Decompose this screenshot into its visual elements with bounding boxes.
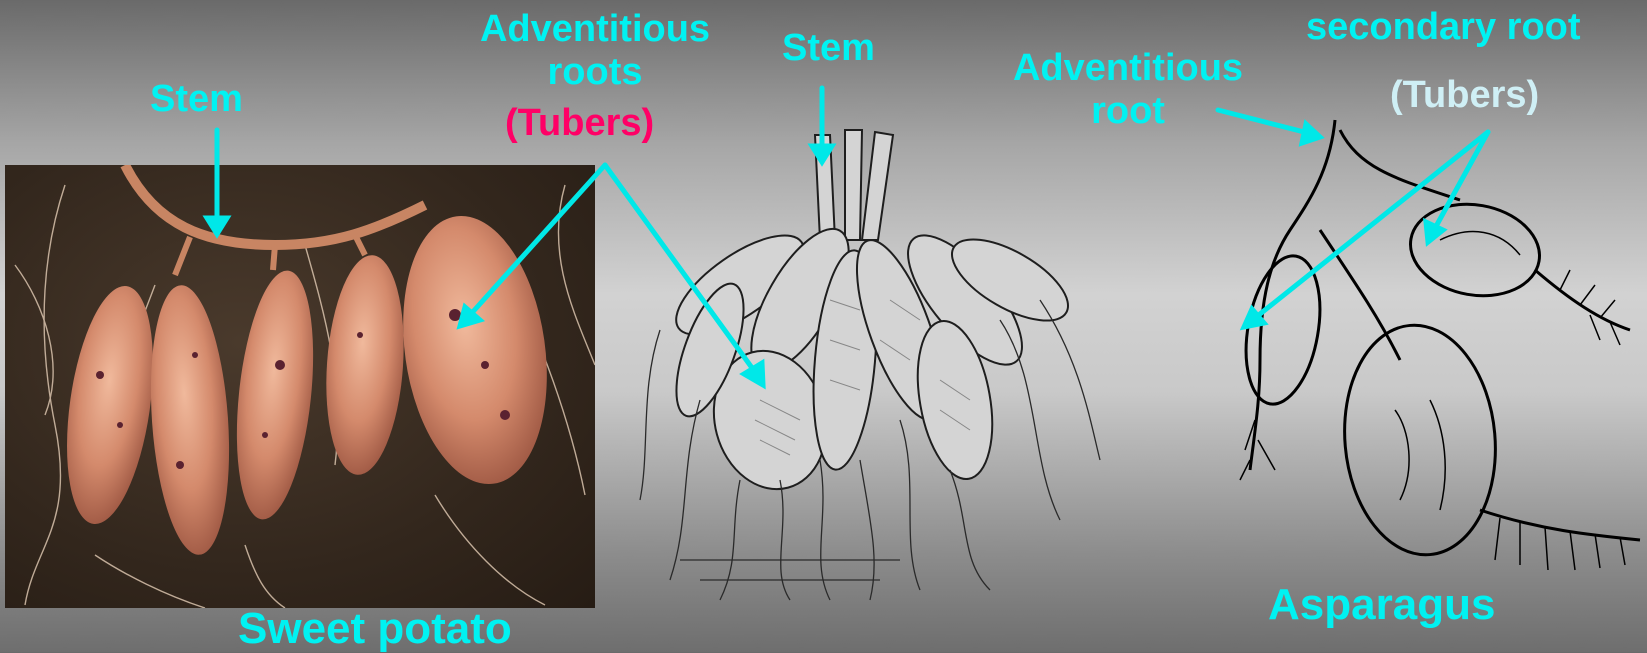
tubers-label-right: (Tubers) bbox=[1390, 74, 1539, 117]
adventitious-root-line2: root bbox=[993, 90, 1263, 133]
sweet-potato-caption: Sweet potato bbox=[238, 604, 512, 653]
adventitious-root-label: Adventitious root bbox=[993, 47, 1263, 132]
adventitious-roots-line2: roots bbox=[460, 51, 730, 94]
tubers-label-red: (Tubers) bbox=[505, 102, 654, 145]
adventitious-root-line1: Adventitious bbox=[993, 47, 1263, 90]
stem-label-middle: Stem bbox=[782, 27, 875, 70]
adventitious-roots-line1: Adventitious bbox=[460, 8, 730, 51]
adventitious-roots-label: Adventitious roots bbox=[460, 8, 730, 93]
secondary-root-label: secondary root bbox=[1306, 6, 1581, 49]
asparagus-caption: Asparagus bbox=[1268, 580, 1495, 629]
stem-label-left: Stem bbox=[150, 78, 243, 121]
